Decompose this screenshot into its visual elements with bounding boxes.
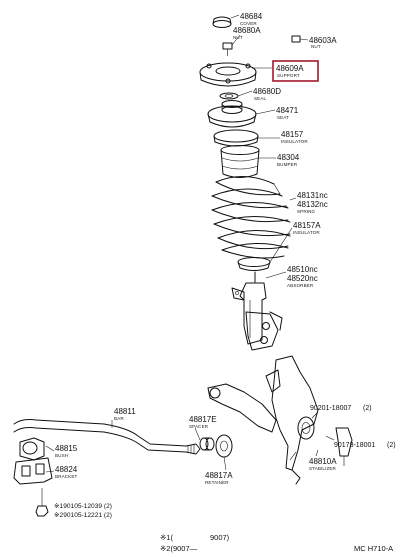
label-48471-code: 48471 (276, 106, 299, 115)
label-90178-qty: (2) (387, 442, 396, 449)
label-48815[interactable]: 48815 BUSH (55, 444, 78, 458)
insulator-lower-drawing (237, 257, 271, 271)
label-48817A[interactable]: 48817A RETAINER (205, 471, 233, 485)
diagram-code: MC H710-A (354, 544, 393, 553)
label-48132-code: 48132nc (297, 200, 328, 209)
steering-knuckle-drawing (207, 355, 353, 485)
label-48815-code: 48815 (55, 444, 78, 453)
retainer-drawing (215, 434, 233, 458)
label-90178[interactable]: 90178-18001 (2) (334, 442, 396, 449)
legend-1-left: ※1( (160, 533, 173, 542)
label-48817A-code: 48817A (205, 471, 233, 480)
label-48680D-name: SEAL (254, 96, 266, 101)
label-48603A-name: NUT (311, 44, 321, 49)
stabilizer-bar-drawing (13, 419, 201, 455)
label-48510-code: 48510nc (287, 265, 318, 274)
spacer-drawing (199, 437, 215, 451)
label-48157-name: INSULATOR (281, 139, 308, 144)
bush-bracket-drawing (13, 437, 53, 517)
label-48810A-code: 48810A (309, 457, 337, 466)
label-48510[interactable]: 48510nc (287, 265, 318, 274)
label-48603A-code: 48603A (309, 36, 337, 45)
label-48684-name: COVER (240, 21, 257, 26)
label-48132-name: SPRING (297, 209, 316, 214)
label-48810A-name: STABILIZER (309, 466, 337, 471)
label-48609A[interactable]: 48609A SUPPORT (276, 64, 304, 78)
label-48817E[interactable]: 48817E SPACER (189, 415, 217, 429)
seal-drawing (219, 92, 239, 100)
label-48520-code: 48520nc (287, 274, 318, 283)
label-48609A-name: SUPPORT (277, 73, 300, 78)
label-48680A-name: NUT (233, 35, 243, 40)
label-90201[interactable]: 90201-18007 (2) (310, 405, 372, 412)
cover-cap-drawing (212, 16, 232, 28)
note-bolt-2: ※290105-12221 (2) (54, 512, 112, 519)
label-48157A-name: INSULATOR (293, 230, 320, 235)
label-48824-code: 48824 (55, 465, 78, 474)
leader-lines (45, 14, 335, 473)
label-48520-name: ABSORBER (287, 283, 314, 288)
label-48471[interactable]: 48471 SEAT (276, 106, 299, 120)
label-48157A[interactable]: 48157A INSULATOR (293, 221, 321, 235)
label-48811-code: 48811 (114, 407, 136, 416)
label-48471-name: SEAT (277, 115, 289, 120)
label-48603A[interactable]: 48603A NUT (309, 36, 337, 49)
strut-support-drawing (199, 62, 257, 87)
label-48817E-name: SPACER (189, 424, 209, 429)
shock-absorber-drawing (231, 271, 283, 351)
label-48520[interactable]: 48520nc ABSORBER (287, 274, 318, 288)
label-48824[interactable]: 48824 BRACKET (55, 465, 78, 479)
nut-small-drawing (291, 35, 301, 43)
label-48811[interactable]: 48811 BAR (114, 407, 136, 421)
label-48684-code: 48684 (240, 12, 263, 21)
highlight-box (272, 60, 319, 82)
coil-spring-drawing (211, 176, 291, 259)
bumper-drawing (220, 145, 260, 178)
label-48304[interactable]: 48304 BUMPER (277, 153, 300, 167)
label-48304-name: BUMPER (277, 162, 298, 167)
label-90201-qty: (2) (363, 405, 372, 412)
label-90201-code: 90201-18007 (310, 405, 351, 412)
label-48131-code: 48131nc (297, 191, 328, 200)
label-48824-name: BRACKET (55, 474, 77, 479)
legend-1-right: 9007) (210, 533, 230, 542)
insulator-upper-drawing (213, 129, 259, 147)
label-48811-name: BAR (114, 416, 124, 421)
label-48157-code: 48157 (281, 130, 304, 139)
label-48684[interactable]: 48684 COVER (240, 12, 263, 26)
label-90178-code: 90178-18001 (334, 442, 375, 449)
label-48817A-name: RETAINER (205, 480, 229, 485)
label-48157A-code: 48157A (293, 221, 321, 230)
label-48304-code: 48304 (277, 153, 300, 162)
nut-drawing (222, 42, 233, 56)
note-bolt-1: ※190105-12039 (2) (54, 503, 112, 510)
label-48815-name: BUSH (55, 453, 68, 458)
label-48817E-code: 48817E (189, 415, 217, 424)
spring-seat-drawing (207, 100, 257, 128)
label-48131[interactable]: 48131nc (297, 191, 328, 200)
label-48680D[interactable]: 48680D SEAL (253, 87, 281, 101)
label-48609A-code: 48609A (276, 64, 304, 73)
label-48132[interactable]: 48132nc SPRING (297, 200, 328, 214)
label-48810A[interactable]: 48810A STABILIZER (309, 457, 337, 471)
label-48680D-code: 48680D (253, 87, 281, 96)
label-48680A-code: 48680A (233, 26, 261, 35)
legend-2: ※2(9007— (160, 544, 198, 553)
label-48157[interactable]: 48157 INSULATOR (281, 130, 308, 144)
label-48680A[interactable]: 48680A NUT (233, 26, 261, 40)
